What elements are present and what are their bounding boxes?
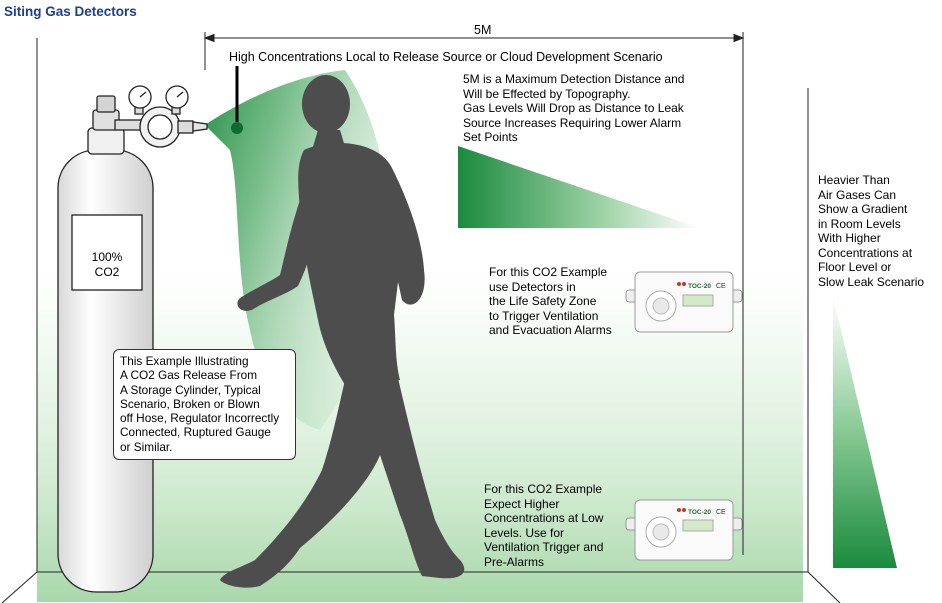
floor-gradient-wedge [833, 296, 897, 568]
gas-detector-lower [625, 499, 743, 561]
low-level-note: For this CO2 Example Expect Higher Conce… [484, 482, 604, 569]
person-silhouette [220, 75, 465, 588]
high-concentration-caption: High Concentrations Local to Release Sou… [229, 50, 663, 64]
heavier-gases-note: Heavier Than Air Gases Can Show a Gradie… [818, 173, 925, 289]
life-safety-zone-note: For this CO2 Example use Detectors in th… [489, 265, 612, 337]
cylinder-label: 100% CO2 [91, 250, 123, 279]
release-point-marker [231, 66, 243, 134]
detector-upper-mark: CE [716, 283, 726, 290]
regulator-assembly [114, 85, 208, 148]
detector-lower-mark: CE [716, 509, 726, 516]
distance-label: 5M [474, 23, 492, 37]
max-distance-note: 5M is a Maximum Detection Distance and W… [463, 72, 685, 144]
gas-detector-upper [625, 271, 743, 333]
concentration-decay-wedge [458, 146, 700, 228]
example-callout-box: This Example Illustrating A CO2 Gas Rele… [113, 349, 296, 461]
distance-dimension-line [203, 32, 745, 555]
detector-lower-brand: TOC-20 [688, 509, 711, 516]
gas-cylinder [57, 95, 154, 593]
detector-upper-brand: TOC-20 [688, 283, 711, 290]
page-title: Siting Gas Detectors [4, 4, 137, 19]
